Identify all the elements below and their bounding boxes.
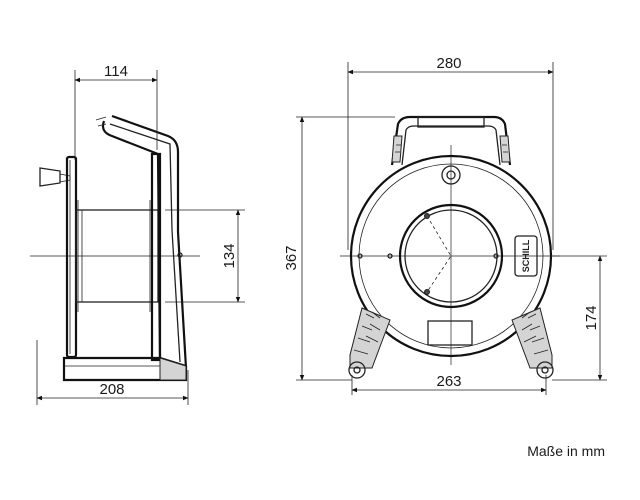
dim-174-label: 174 bbox=[583, 305, 600, 330]
frame-handle-outer bbox=[101, 120, 162, 361]
top-knob bbox=[441, 165, 461, 185]
dim-114-label: 114 bbox=[104, 63, 128, 80]
crank-handle bbox=[39, 167, 61, 187]
units-caption: Maße in mm bbox=[527, 443, 605, 459]
brand-badge bbox=[514, 235, 538, 277]
dim-208-label: 208 bbox=[99, 381, 124, 398]
dim-134-label: 134 bbox=[221, 243, 238, 268]
dim-263-label: 263 bbox=[436, 373, 461, 390]
side-view: 114 134 208 bbox=[30, 63, 245, 405]
left-flange bbox=[65, 155, 78, 359]
hub-ring bbox=[398, 203, 504, 309]
dim-367-label: 367 bbox=[283, 245, 300, 270]
brand-badge-text: SCHILL bbox=[521, 239, 531, 272]
dim-280-label: 280 bbox=[436, 55, 461, 72]
front-view: SCHILL 280 367 263 174 bbox=[283, 55, 607, 395]
label-plate bbox=[427, 320, 473, 346]
